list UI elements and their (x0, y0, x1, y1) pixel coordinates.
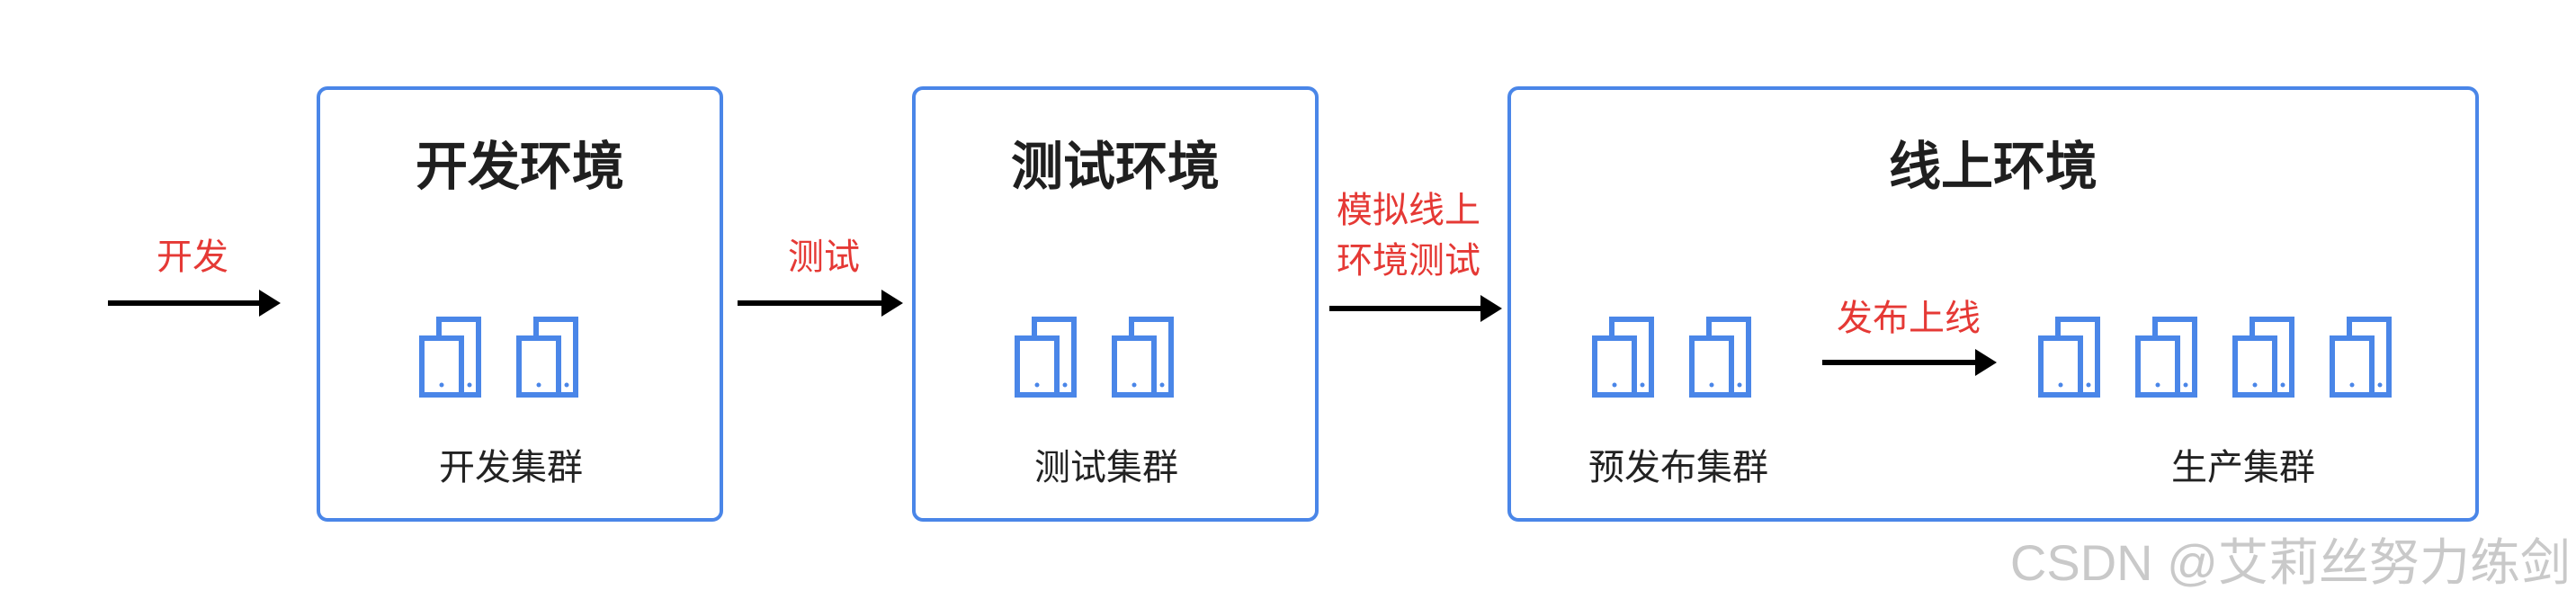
test-cluster-label: 测试集群 (1034, 447, 1178, 488)
label-release: 发布上线 (1837, 298, 1981, 339)
dev-environment-box: 开发环境 开发集群 (317, 86, 723, 522)
label-develop: 开发 (157, 237, 228, 278)
dev-environment-title: 开发环境 (415, 136, 624, 197)
label-simulate-line1: 模拟线上 (1337, 190, 1480, 231)
server-icon (1592, 317, 1654, 398)
server-icon (2135, 317, 2197, 398)
test-environment-box: 测试环境 测试集群 (912, 86, 1319, 522)
server-icon (1015, 317, 1077, 398)
arrow-simulate (1329, 295, 1502, 322)
server-icon (2232, 317, 2294, 398)
server-icon (516, 317, 578, 398)
arrow-develop (108, 290, 281, 317)
server-icon (1112, 317, 1174, 398)
server-icon (2038, 317, 2100, 398)
arrow-release (1822, 349, 1997, 376)
server-icon (2330, 317, 2392, 398)
prod-environment-box: 线上环境 预发布集群 发布上线 生产集群 (1507, 86, 2479, 522)
watermark: CSDN @艾莉丝努力练剑 (2009, 534, 2571, 591)
arrow-test (738, 290, 903, 317)
server-icon (1689, 317, 1751, 398)
production-cluster-label: 生产集群 (2171, 447, 2315, 488)
label-test: 测试 (788, 237, 860, 278)
server-icon (419, 317, 481, 398)
test-environment-title: 测试环境 (1010, 136, 1220, 197)
dev-cluster-label: 开发集群 (439, 447, 583, 488)
prod-environment-title: 线上环境 (1888, 136, 2097, 197)
pre-release-cluster-label: 预发布集群 (1588, 447, 1768, 488)
label-simulate-line2: 环境测试 (1337, 240, 1480, 282)
